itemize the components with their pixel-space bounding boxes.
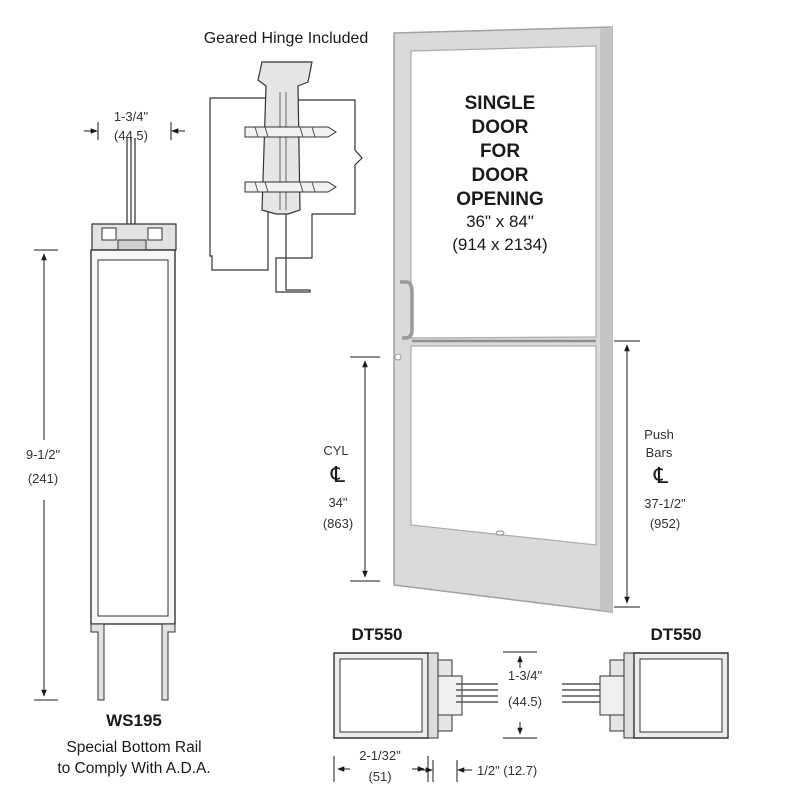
door-upper-glass — [410, 45, 597, 339]
hinge-screw-upper — [244, 126, 337, 138]
push-height-inches: 37-1/2" — [644, 496, 686, 511]
push-label-1: Push — [644, 427, 674, 442]
door-lower-glass — [410, 345, 597, 546]
cyl-centerline-symbol: ℄ — [330, 462, 346, 487]
door-title-3: FOR — [480, 141, 520, 162]
door-cylinder — [394, 353, 402, 361]
cyl-height-mm: (863) — [323, 516, 353, 531]
door-size-mm: (914 x 2134) — [452, 235, 547, 254]
rail-height-inches: 9-1/2" — [26, 447, 61, 462]
push-height-mm: (952) — [650, 516, 680, 531]
door-bottom-lock — [495, 530, 505, 536]
rail-height-mm: (241) — [28, 471, 58, 486]
left-stile-model: DT550 — [351, 625, 402, 644]
bottom-rail-section — [90, 138, 177, 701]
rail-caption-1: Special Bottom Rail — [66, 739, 201, 756]
gap-value: 1/2" (12.7) — [477, 763, 537, 778]
hinge-detail: Geared Hinge Included — [204, 30, 369, 293]
door-title-1: SINGLE — [465, 93, 536, 114]
stile-thickness-mm: (44.5) — [508, 694, 542, 709]
stile-thickness-dimension: 1-3/4" (44.5) — [503, 651, 543, 739]
rail-caption-2: to Comply With A.D.A. — [57, 760, 210, 777]
door-pull-handle — [400, 280, 414, 340]
stile-width-dimension: 2-1/32" (51) — [333, 748, 429, 784]
push-bar-height-dimension: Push Bars ℄ 37-1/2" (952) — [614, 340, 698, 608]
top-dim-inches: 1-3/4" — [114, 109, 149, 124]
stile-width-mm: (51) — [368, 769, 391, 784]
top-dim-mm: (44.5) — [114, 128, 148, 143]
rail-height-dimension: 9-1/2" (241) — [26, 249, 61, 701]
hinge-knuckle — [257, 61, 313, 215]
stile-width-inches: 2-1/32" — [359, 748, 401, 763]
door-title-5: OPENING — [456, 189, 544, 210]
push-label-2: Bars — [646, 445, 673, 460]
stile-thickness-inches: 1-3/4" — [508, 668, 543, 683]
door-elevation: SINGLE DOOR FOR DOOR OPENING 36" x 84" (… — [393, 26, 613, 613]
push-centerline-symbol: ℄ — [653, 463, 669, 488]
hinge-screw-lower — [244, 181, 337, 193]
door-title-2: DOOR — [472, 117, 529, 138]
cyl-height-dimension: CYL ℄ 34" (863) — [318, 356, 380, 582]
right-stile-section — [562, 652, 729, 739]
hinge-title: Geared Hinge Included — [204, 30, 369, 47]
left-stile-section — [333, 652, 498, 739]
door-title-4: DOOR — [472, 165, 529, 186]
cyl-height-inches: 34" — [328, 495, 347, 510]
cyl-label: CYL — [323, 443, 348, 458]
gap-dimension: 1/2" (12.7) — [418, 760, 537, 782]
right-stile-model: DT550 — [650, 625, 701, 644]
top-thickness-dimension: 1-3/4" (44.5) — [84, 109, 185, 143]
rail-model: WS195 — [106, 711, 162, 730]
door-size-inches: 36" x 84" — [466, 212, 534, 231]
